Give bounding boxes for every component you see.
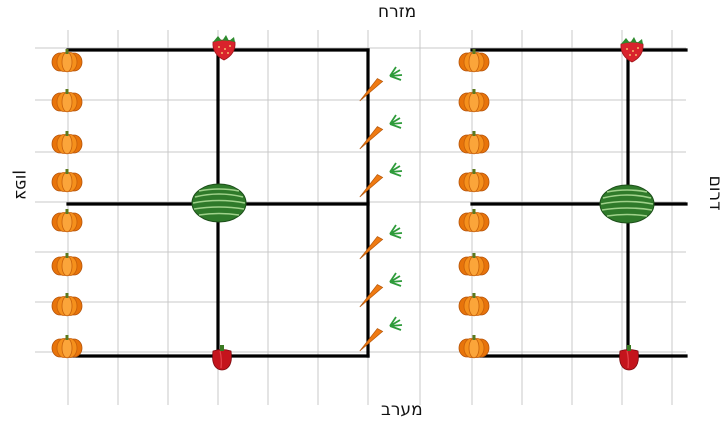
carrot-icon	[358, 162, 403, 204]
pumpkin-icon	[51, 208, 83, 233]
watermelon-icon	[191, 183, 247, 223]
pumpkin-icon	[458, 334, 490, 359]
carrot-icon	[358, 316, 403, 358]
pumpkin-icon	[51, 292, 83, 317]
label-west: מערב	[381, 400, 423, 420]
carrot-icon	[358, 224, 403, 266]
pumpkin-icon	[458, 292, 490, 317]
strawberry-icon	[620, 36, 644, 63]
pumpkin-icon	[458, 88, 490, 113]
pumpkin-icon	[458, 48, 490, 73]
pumpkin-icon	[51, 88, 83, 113]
watermelon-icon	[599, 184, 655, 224]
pumpkin-icon	[51, 48, 83, 73]
pumpkin-icon	[51, 168, 83, 193]
pumpkin-icon	[51, 334, 83, 359]
label-east: מזרח	[378, 2, 417, 22]
pumpkin-icon	[458, 130, 490, 155]
pumpkin-icon	[458, 208, 490, 233]
carrot-icon	[358, 272, 403, 314]
pepper-icon	[211, 344, 233, 371]
label-north: צפון	[11, 170, 31, 200]
pumpkin-icon	[51, 252, 83, 277]
pumpkin-icon	[458, 168, 490, 193]
grid	[35, 30, 686, 405]
pumpkin-icon	[458, 252, 490, 277]
label-south: דרום	[705, 175, 725, 211]
fence-lines	[66, 48, 688, 358]
carrot-icon	[358, 114, 403, 156]
pumpkin-icon	[51, 130, 83, 155]
strawberry-icon	[212, 34, 236, 61]
